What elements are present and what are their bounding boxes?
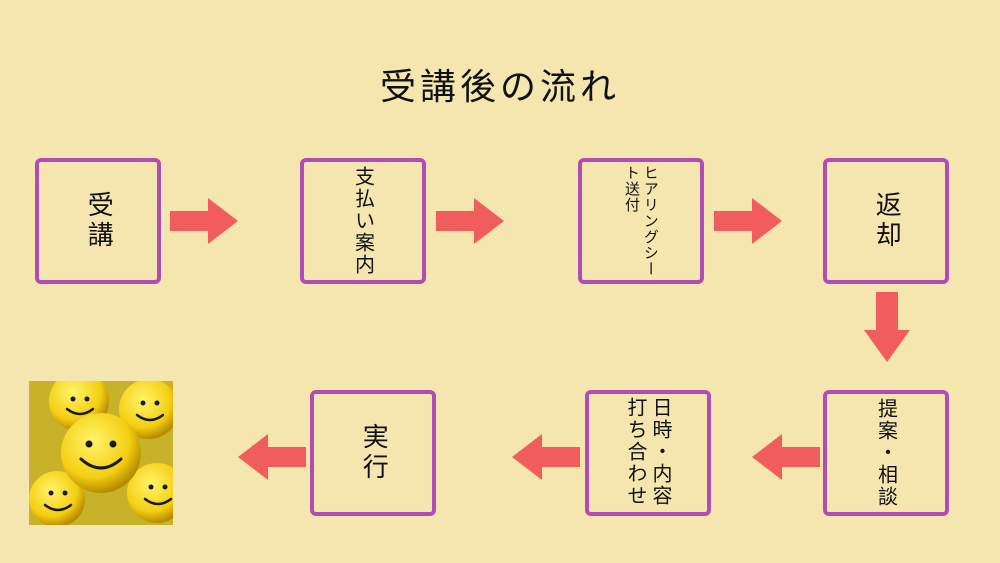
step-hearing: ヒアリングシート送付 (578, 158, 704, 284)
step-shiharai: 支払い案内 (300, 158, 426, 284)
arrow-down-icon (864, 292, 910, 362)
step-label: ヒアリングシート送付 (623, 165, 660, 277)
step-juko: 受講 (35, 158, 161, 284)
arrow-right-icon (436, 198, 504, 244)
step-label: 支払い案内 (351, 166, 376, 276)
step-jikko: 実行 (310, 390, 436, 516)
arrow-left-icon (238, 434, 306, 480)
step-label: 実行 (358, 423, 389, 483)
step-henkyaku: 返却 (823, 158, 949, 284)
step-label: 返却 (871, 191, 902, 251)
arrow-left-icon (512, 434, 580, 480)
step-teian: 提案・相談 (823, 390, 949, 516)
arrow-right-icon (714, 198, 782, 244)
page-title: 受講後の流れ (379, 67, 620, 108)
step-label: 受講 (83, 191, 114, 251)
arrow-left-icon (752, 434, 820, 480)
step-label: 提案・相談 (874, 398, 899, 508)
step-label: 日時・内容打ち合わせ (624, 397, 673, 507)
step-uchiawase: 日時・内容打ち合わせ (585, 390, 711, 516)
smiley-faces-image (29, 381, 173, 525)
arrow-right-icon (170, 198, 238, 244)
